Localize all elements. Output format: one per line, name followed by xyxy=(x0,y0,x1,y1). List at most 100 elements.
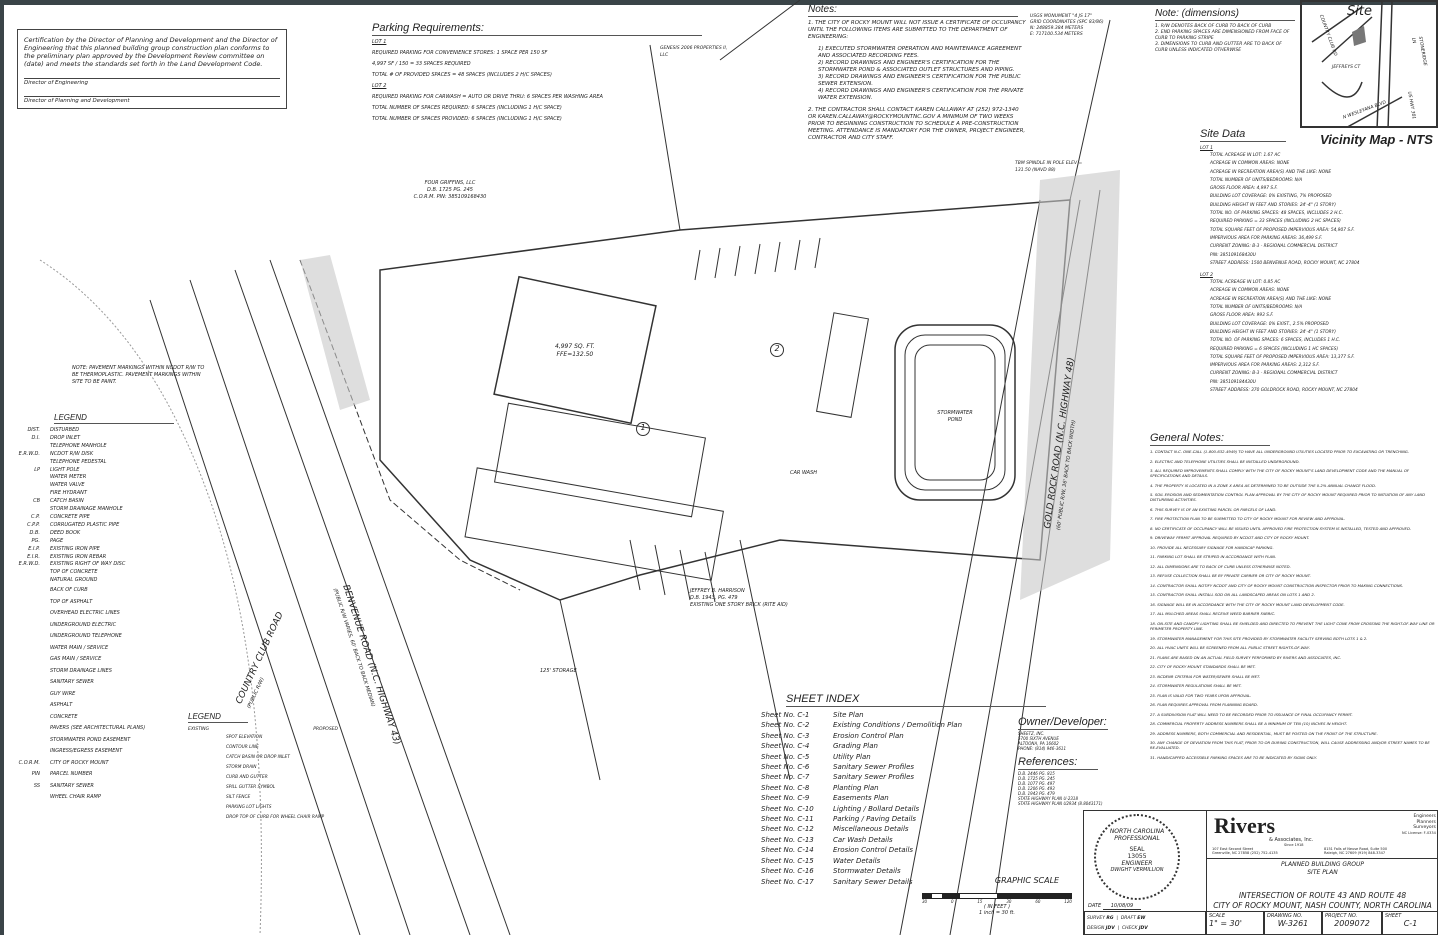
sheet-number: Sheet No. C-1 xyxy=(761,711,810,719)
legend-desc: EXISTING IRON PIPE xyxy=(50,545,100,552)
legend-symbol xyxy=(14,712,50,724)
credit-value: JDV xyxy=(1105,926,1115,931)
cell-label: PROJECT NO. xyxy=(1325,913,1358,919)
legend-symbol xyxy=(14,490,50,498)
legend2-row: SILT FENCE xyxy=(226,795,251,800)
general-note: 9. DRIVEWAY PERMIT APPROVAL REQUIRED BY … xyxy=(1150,535,1310,541)
sheet-title: Planting Plan xyxy=(833,783,879,792)
general-notes-title: General Notes: xyxy=(1150,432,1270,446)
legend-symbol: E.I.P. xyxy=(28,545,40,552)
sheet-number: Sheet No. C-2 xyxy=(761,721,810,730)
graphic-scale-units: ( IN FEET ) xyxy=(983,904,1011,910)
credits: SURVEY RG | DRAFT EW DESIGN JDV | CHECK … xyxy=(1084,911,1206,935)
scale-tick: 60 xyxy=(1035,899,1041,904)
legend-desc: WATER METER xyxy=(50,474,87,481)
owner-text: D.B. 1725 PG. 245 xyxy=(427,187,473,193)
site-data-line: PIN: 385109184430U xyxy=(1210,379,1256,385)
general-note: 5. SOIL EROSION AND SEDIMENTATION CONTRO… xyxy=(1150,492,1425,503)
sheet-title: Erosion Control Plan xyxy=(833,731,904,740)
legend-desc: STORM DRAINAGE MANHOLE xyxy=(50,506,123,513)
legend-symbol xyxy=(14,677,50,689)
engineer-seal: NORTH CAROLINA PROFESSIONAL SEAL 13055 E… xyxy=(1094,814,1180,900)
parking-text: TOTAL NUMBER OF SPACES PROVIDED: 6 SPACE… xyxy=(372,116,562,122)
legend-desc: GAS MAIN / SERVICE xyxy=(50,656,102,663)
sheet-title: Sanitary Sewer Profiles xyxy=(833,773,915,782)
site-data-line: ACREAGE IN RECREATION AREA(S) AND THE LI… xyxy=(1210,169,1332,175)
legend-row: WATER MAIN / SERVICE xyxy=(14,643,184,655)
owner-line: PHONE: (814) 946-3611 xyxy=(1018,746,1066,751)
legend-row: FIRE HYDRANT xyxy=(14,490,184,498)
address: Greenville, NC 27858 (252) 752-4135 xyxy=(1212,851,1278,855)
storage-label: 125' STORAGE xyxy=(540,668,577,674)
sheet-number: Sheet No. C-9 xyxy=(761,794,810,803)
parking-text: TOTAL NUMBER OF SPACES REQUIRED: 6 SPACE… xyxy=(372,105,562,111)
legend-desc: UNDERGROUND ELECTRIC xyxy=(50,621,117,628)
address: Raleigh, NC 27609 (919) 848-3347 xyxy=(1324,851,1386,855)
signature-line-engineering: Director of Engineering xyxy=(24,78,280,86)
general-note: 15. CONTRACTOR SHALL INSTALL SOD ON ALL … xyxy=(1150,592,1315,598)
drawing-no-cell: DRAWING NO.W-3261 xyxy=(1264,911,1322,935)
owner-text: EXISTING ONE STORY BRICK (RITE AID) xyxy=(690,602,788,608)
owner-text: FOUR GRIFFINS, LLC xyxy=(424,180,476,186)
legend-desc: DROP INLET xyxy=(50,434,81,441)
legend-symbol xyxy=(14,597,50,609)
legend-symbol xyxy=(14,643,50,655)
site-data-line: ACREAGE IN COMMON AREAS: NONE xyxy=(1210,161,1290,167)
sheet-number: Sheet No. C-4 xyxy=(761,742,810,751)
legend-desc: CONCRETE xyxy=(50,713,78,720)
general-note: 10. PROVIDE ALL NECESSARY SIGNAGE FOR HA… xyxy=(1150,544,1274,550)
legend-desc: CITY OF ROCKY MOUNT xyxy=(50,759,109,766)
notes-title: Notes: xyxy=(808,4,1018,17)
reference-line: STATE HIGHWAY PLAN U2934 (8.8043171) xyxy=(1018,801,1103,806)
site-data-lot1: LOT 1 xyxy=(1200,146,1213,151)
sheet-number: Sheet No. C-12 xyxy=(761,825,814,834)
general-notes: General Notes: 1. CONTACT N.C. ONE-CALL … xyxy=(1150,432,1435,764)
legend-desc: STORM DRAINAGE LINES xyxy=(50,667,112,674)
seal-text: DWIGHT VERMILLION xyxy=(1110,867,1164,873)
legend-row: C.P.CONCRETE PIPE xyxy=(14,514,184,522)
legend-symbol xyxy=(14,443,50,451)
owner-line: SHEETZ, INC. xyxy=(1018,731,1045,736)
sheet-title: Miscellaneous Details xyxy=(833,825,909,834)
general-note: 23. NCDENR CRITERIA FOR WATER/SEWER SHAL… xyxy=(1150,673,1261,679)
legend-desc: LIGHT POLE xyxy=(50,466,80,473)
legend-symbol: D.B. xyxy=(29,529,40,536)
legend-desc: STORMWATER POND EASEMENT xyxy=(50,736,131,743)
lot-1-marker: 1 xyxy=(636,422,650,436)
legend-symbol xyxy=(14,723,50,735)
site-data-line: GROSS FLOOR AREA: 4,997 S.F. xyxy=(1210,186,1278,192)
legend-symbol: DIST. xyxy=(27,427,40,433)
legend-symbol xyxy=(14,631,50,643)
dimension-note: 3. DIMENSIONS TO CURB AND GUTTER ARE TO … xyxy=(1155,42,1282,53)
legend-desc: SANITARY SEWER xyxy=(50,782,94,789)
legend-symbol: E.R.W.D. xyxy=(18,561,40,568)
signature-line-planning: Director of Planning and Development xyxy=(24,96,280,104)
general-note: 14. CONTRACTOR SHALL NOTIFY NCDOT AND CI… xyxy=(1150,582,1404,588)
seal-text: PROFESSIONAL xyxy=(1114,835,1160,842)
sheet-number: Sheet No. C-3 xyxy=(761,731,810,740)
legend2-row: SPOT ELEVATION xyxy=(226,735,263,740)
legend-desc: WATER VALVE xyxy=(50,482,85,489)
license: NC License: F-0334 xyxy=(1402,830,1436,835)
parking-text: REQUIRED PARKING FOR CONVENIENCE STORES:… xyxy=(372,50,548,56)
credit-label: DESIGN xyxy=(1087,926,1105,931)
reference-line: D.B. 1943 PG. 479 xyxy=(1018,791,1055,796)
legend-symbol: D.I. xyxy=(31,434,40,441)
credit-label: CHECK xyxy=(1121,926,1138,931)
parking-title: Parking Requirements: xyxy=(372,22,702,36)
site-data-line: BUILDING LOT COVERAGE: 0% EXIST., 2.5% P… xyxy=(1210,321,1329,327)
legend-symbol xyxy=(14,666,50,678)
general-note: 7. FIRE PROTECTION PLAN TO BE SUBMITTED … xyxy=(1150,516,1346,522)
sheet-border-left xyxy=(0,0,4,935)
legend2-row: CATCH BASIN OR DROP INLET xyxy=(226,755,290,760)
